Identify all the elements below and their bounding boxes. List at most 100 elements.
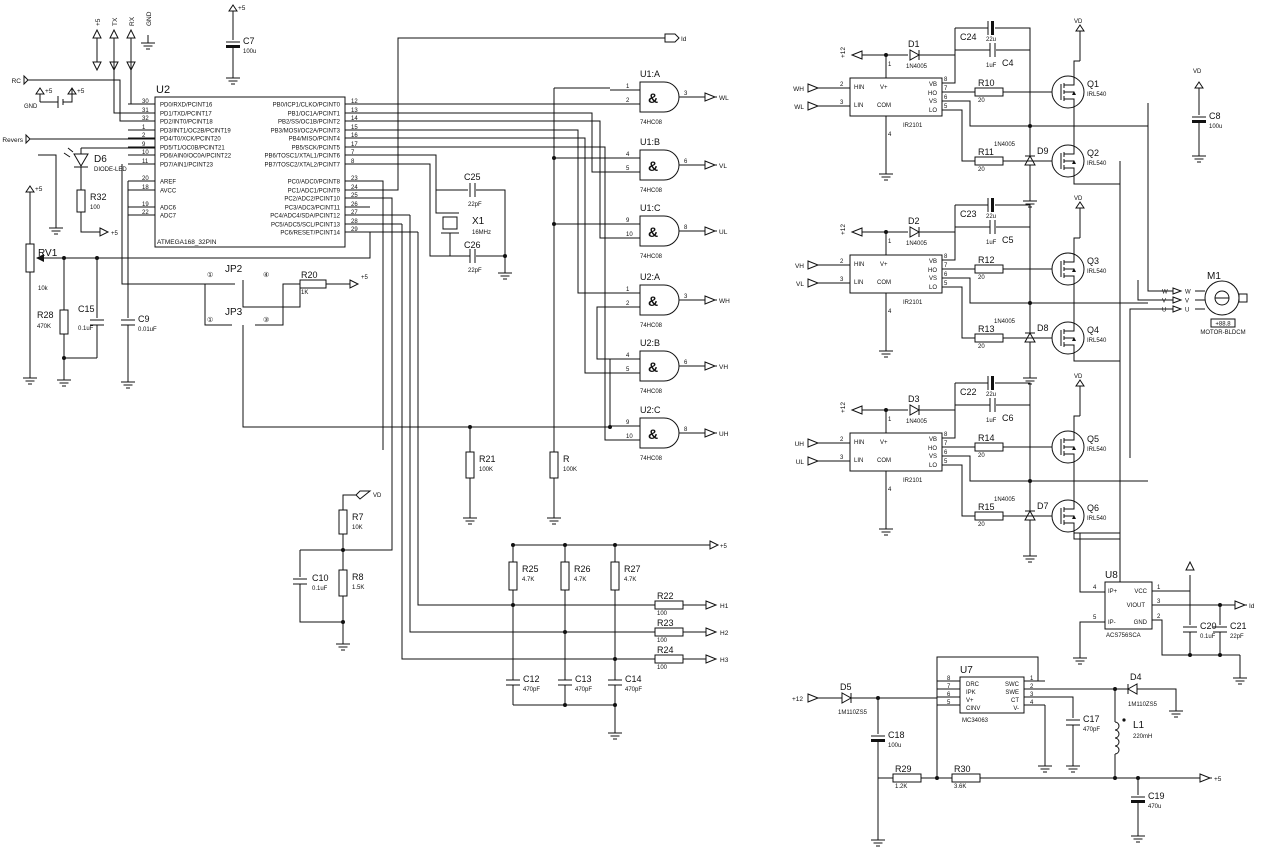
and-gate-icon bbox=[639, 284, 680, 316]
pin-name: PD0/RXD/PCINT16 bbox=[160, 103, 213, 109]
diode-ref: D8 bbox=[1037, 323, 1049, 333]
wire bbox=[242, 339, 610, 428]
pin-name: HIN bbox=[854, 85, 864, 91]
wire bbox=[435, 190, 450, 214]
pin-name: DRC bbox=[966, 682, 980, 688]
mosfet-icon bbox=[1051, 252, 1085, 286]
net-label: UL bbox=[719, 229, 728, 236]
wire bbox=[1073, 415, 1080, 431]
pin-name: PB5/SCK/PCINT5 bbox=[292, 146, 341, 152]
resistor-body bbox=[338, 569, 348, 597]
pin-name: PC6/RESET/PCINT14 bbox=[280, 231, 340, 237]
resistor-body bbox=[654, 654, 684, 664]
pin-name: V+ bbox=[880, 85, 888, 91]
ic-body bbox=[959, 676, 1025, 714]
mosfet-icon bbox=[1051, 321, 1085, 355]
capacitor-ref: C7 bbox=[243, 36, 255, 46]
pin-name: PD5/T1/OC0B/PCINT21 bbox=[160, 146, 225, 152]
net-port-icon bbox=[355, 490, 372, 500]
net-port-icon bbox=[807, 101, 820, 111]
capacitor-value: 0.01uF bbox=[138, 327, 157, 333]
diode-icon bbox=[909, 226, 921, 238]
capacitor-ref: C25 bbox=[464, 172, 481, 182]
diode-value: 1N4005 bbox=[994, 142, 1016, 148]
wire bbox=[969, 109, 1030, 127]
resistor-body bbox=[654, 627, 684, 637]
wire bbox=[1073, 237, 1080, 253]
and-gate-icon bbox=[639, 417, 680, 449]
gate-ref: U2:B bbox=[640, 338, 660, 348]
capacitor-value: 22u bbox=[986, 392, 996, 398]
capacitor-value: 1uF bbox=[986, 63, 997, 69]
pin-name: PC1/ADC1/PCINT9 bbox=[288, 189, 341, 195]
pin-number: 2 bbox=[626, 301, 630, 307]
wire bbox=[942, 100, 971, 109]
resistor-ref: R24 bbox=[657, 645, 674, 655]
ic-ref: U7 bbox=[960, 665, 973, 676]
wire bbox=[204, 284, 232, 326]
mosfet-source bbox=[1064, 98, 1075, 108]
resistor-ref: R10 bbox=[978, 78, 995, 88]
wire bbox=[121, 164, 205, 285]
net-port-icon bbox=[664, 33, 680, 43]
pin-number: 8 bbox=[351, 159, 355, 165]
pin-name: ADC6 bbox=[160, 206, 177, 212]
mosfet-ref: Q2 bbox=[1087, 148, 1099, 158]
pin-name: LO bbox=[929, 463, 937, 469]
diode-value: 1M110ZS5 bbox=[1128, 702, 1158, 708]
pin-name: VIOUT bbox=[1127, 603, 1146, 609]
pin-name: CINV bbox=[966, 706, 980, 712]
motor-pin-label: U bbox=[1185, 308, 1189, 314]
power-label: +5 bbox=[361, 275, 369, 281]
pin-name: PB3/MOSI/OC2A/PCINT3 bbox=[271, 129, 341, 135]
capacitor-ref: C5 bbox=[1002, 235, 1014, 245]
resistor-value: 4.7K bbox=[522, 577, 534, 583]
junction-dot bbox=[563, 630, 567, 634]
resistor-ref: R23 bbox=[657, 618, 674, 628]
pin-number: 1 bbox=[626, 287, 630, 293]
pin-name: PB0/ICP1/CLKO/PCINT0 bbox=[273, 103, 341, 109]
junction-dot bbox=[468, 425, 472, 429]
gate-ref: U2:A bbox=[640, 272, 660, 282]
pin-name: VS bbox=[929, 99, 937, 105]
wire bbox=[409, 215, 655, 633]
capacitor-value: 470pF bbox=[523, 687, 540, 693]
motor-pin-label: W bbox=[1185, 290, 1191, 296]
inductor-ref: L1 bbox=[1133, 720, 1145, 731]
net-label: UL bbox=[796, 459, 805, 466]
mosfet-ref: Q5 bbox=[1087, 434, 1099, 444]
net-port-icon bbox=[704, 92, 717, 102]
pin-name: VCC bbox=[1134, 589, 1147, 595]
net-port-icon bbox=[807, 438, 820, 448]
header-pin-icon bbox=[92, 61, 102, 72]
net-label: RC bbox=[12, 78, 22, 85]
power-arrow-icon bbox=[25, 185, 35, 193]
resistor-ref: R32 bbox=[90, 192, 107, 202]
resistor-body bbox=[974, 442, 1004, 452]
power-label: VD bbox=[373, 493, 382, 499]
pin-number: 12 bbox=[351, 99, 358, 105]
resistor-ref: R12 bbox=[978, 255, 995, 265]
inductor-coil bbox=[1114, 729, 1120, 739]
pin-number: 5 bbox=[626, 166, 630, 172]
diode-ref: D4 bbox=[1130, 672, 1142, 682]
wire bbox=[417, 232, 655, 606]
pin-number: 2 bbox=[840, 437, 844, 443]
wire bbox=[401, 224, 655, 660]
junction-dot bbox=[1136, 776, 1140, 780]
resistor-body bbox=[892, 773, 922, 783]
gate-ref: U2:C bbox=[640, 405, 661, 415]
wire bbox=[476, 189, 506, 265]
net-label: +5 bbox=[1214, 776, 1222, 783]
pin-number: 4 bbox=[626, 152, 630, 158]
pin-name: PC3/ADC3/PCINT11 bbox=[285, 206, 341, 212]
power-label: +12 bbox=[792, 696, 803, 703]
junction-dot bbox=[613, 703, 617, 707]
capacitor-plate bbox=[1192, 120, 1206, 123]
resistor-value: 100K bbox=[563, 467, 577, 473]
pin-number: 24 bbox=[351, 185, 358, 191]
resistor-ref: R11 bbox=[978, 147, 994, 157]
power-label: VD bbox=[1074, 196, 1083, 202]
capacitor-value: 22u bbox=[986, 214, 996, 220]
